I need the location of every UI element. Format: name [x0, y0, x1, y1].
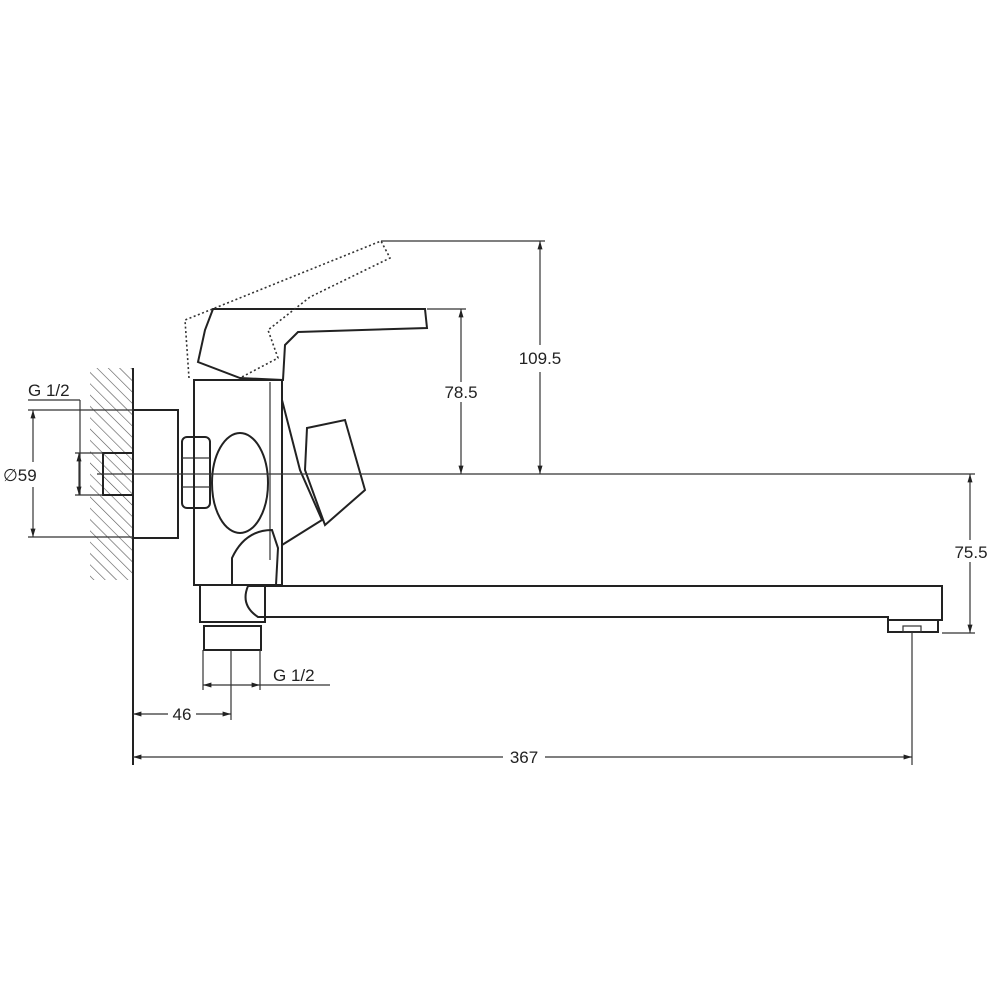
wall	[90, 368, 134, 765]
dim-label-367: 367	[510, 748, 538, 767]
dim-78-5: 78.5	[427, 308, 478, 474]
dim-46: 46	[133, 650, 232, 724]
dim-label-outlet-thread: G 1/2	[273, 666, 315, 685]
dim-label-75-5: 75.5	[954, 543, 987, 562]
lever-handle	[196, 308, 429, 382]
hex-nut	[181, 436, 211, 509]
dim-367: 367	[133, 632, 913, 767]
dim-outlet-thread: G 1/2	[203, 666, 330, 688]
lever-raised-outline	[184, 239, 392, 379]
dim-109-5: 109.5	[381, 240, 562, 474]
outlet-connector	[203, 625, 262, 651]
dim-inlet-thread: G 1/2	[28, 381, 103, 496]
dim-flange-diameter: ∅59	[3, 409, 133, 538]
dim-label-flange-diameter: ∅59	[3, 466, 37, 485]
outlet-base	[199, 584, 266, 623]
diverter-knob	[303, 418, 367, 527]
dim-label-inlet-thread: G 1/2	[28, 381, 70, 400]
dim-label-46: 46	[173, 705, 192, 724]
mixer-body	[193, 379, 324, 586]
dim-label-78-5: 78.5	[444, 383, 477, 402]
dim-75-5: 75.5	[942, 474, 988, 634]
dim-label-109-5: 109.5	[519, 349, 562, 368]
spout	[244, 585, 943, 633]
